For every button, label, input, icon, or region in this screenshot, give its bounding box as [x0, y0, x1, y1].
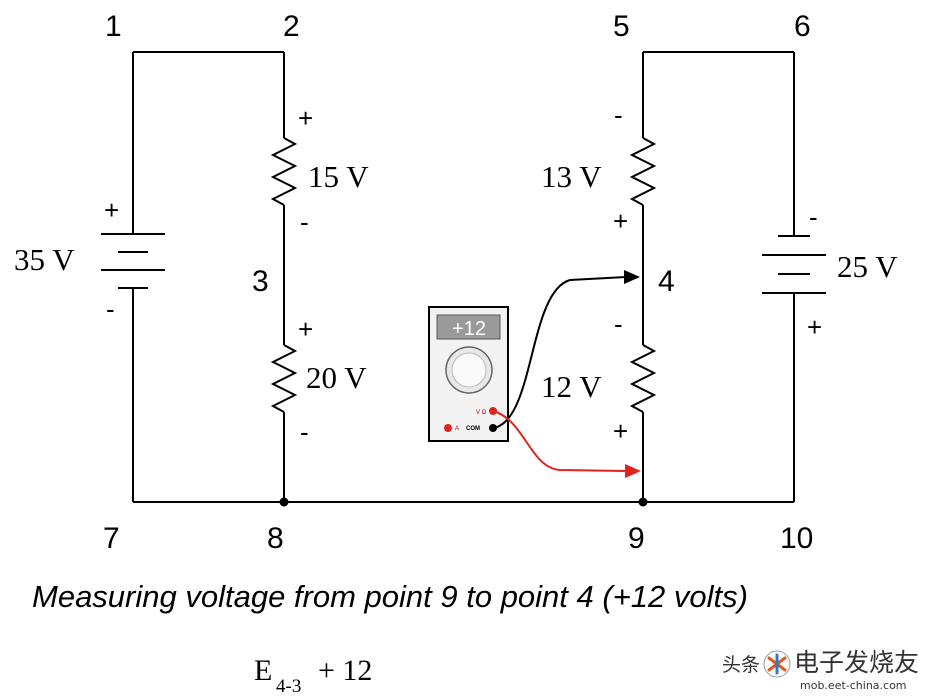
r20-plus: +	[298, 314, 313, 344]
watermark-logo-icon	[763, 650, 791, 678]
equation-letter: E	[254, 654, 272, 687]
junction-9	[638, 497, 648, 507]
r15-plus: +	[298, 103, 313, 133]
meter-jack-a[interactable]	[444, 424, 452, 432]
battery-left-minus: -	[106, 294, 115, 324]
node-label-5: 5	[613, 10, 630, 43]
battery-right-plus: +	[807, 312, 822, 342]
r12-voltage: 12 V	[541, 369, 602, 404]
meter-v-label: V Ω	[476, 410, 487, 416]
r20-voltage: 20 V	[306, 360, 367, 395]
r12-plus: +	[613, 416, 628, 446]
meter-a-label: A	[455, 426, 459, 432]
battery-35v-symbol	[101, 233, 165, 289]
meter-reading: +12	[452, 318, 486, 340]
meter-display	[436, 314, 501, 340]
watermark-domain: mob.eet-china.com	[800, 679, 907, 692]
equation-subscript: 4-3	[276, 676, 301, 696]
node-label-7: 7	[103, 522, 120, 555]
r13-plus: +	[613, 206, 628, 236]
battery-25v-symbol	[762, 235, 826, 294]
probe-lead-red	[492, 410, 627, 472]
battery-left-voltage: 35 V	[14, 242, 75, 277]
resistor-20v	[270, 344, 298, 413]
battery-right-voltage: 25 V	[837, 249, 898, 284]
probe-lead-black	[492, 276, 627, 429]
meter-dial-inner	[451, 352, 487, 388]
node-label-9: 9	[628, 522, 645, 555]
r13-minus: -	[614, 100, 623, 130]
node-label-6: 6	[794, 10, 811, 43]
node-label-1: 1	[105, 10, 122, 43]
probe-arrow-black	[624, 270, 640, 284]
node-label-8: 8	[267, 522, 284, 555]
resistor-13v	[629, 137, 657, 206]
meter-com-label: COM	[466, 426, 480, 432]
r15-voltage: 15 V	[308, 159, 369, 194]
multimeter: +12 V Ω A COM	[428, 306, 509, 442]
diagram-caption: Measuring voltage from point 9 to point …	[32, 579, 748, 614]
probe-arrow-red	[625, 464, 641, 478]
r15-minus: -	[300, 207, 309, 237]
resistor-15v	[270, 137, 298, 206]
equation-rest: + 12	[318, 654, 372, 687]
node-label-10: 10	[780, 522, 813, 555]
battery-left-plus: +	[104, 195, 119, 225]
watermark-right: 电子发烧友	[794, 648, 919, 677]
resistor-12v	[629, 344, 657, 413]
r20-minus: -	[300, 417, 309, 447]
watermark: 头条 电子发烧友 mob.eet-china.com	[722, 648, 919, 692]
r12-minus: -	[614, 309, 623, 339]
node-label-3: 3	[252, 265, 269, 298]
r13-voltage: 13 V	[541, 159, 602, 194]
wires	[132, 51, 795, 503]
battery-right-minus: -	[809, 202, 818, 232]
node-label-2: 2	[283, 10, 300, 43]
watermark-left: 头条	[722, 654, 760, 676]
node-label-4: 4	[658, 265, 675, 298]
junction-8	[279, 497, 289, 507]
